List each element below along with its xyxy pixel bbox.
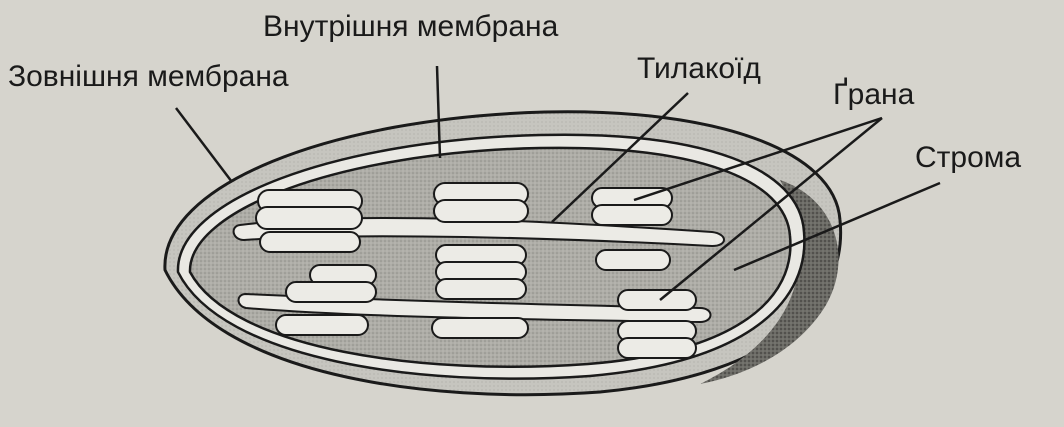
leader-inner-membrane: [435, 65, 442, 159]
stroma-label: Строма: [915, 141, 1022, 174]
leader-grana-2: [659, 117, 883, 301]
granum-1: [255, 189, 363, 253]
granum-5: [617, 289, 697, 359]
granum-2: [431, 182, 529, 339]
leader-thylakoid: [551, 92, 689, 223]
leader-stroma: [733, 181, 941, 272]
inner-membrane-label: Внутрішня мембрана: [263, 10, 559, 43]
granum-4: [275, 264, 377, 336]
leader-grana-1: [633, 116, 883, 202]
outer-membrane-label: Зовнішня мембрана: [8, 60, 289, 93]
thylakoid-label: Тилакоїд: [637, 52, 761, 85]
leader-lines: [175, 65, 941, 301]
grana-label: Ґрана: [833, 78, 915, 111]
leader-outer-membrane: [175, 107, 233, 183]
